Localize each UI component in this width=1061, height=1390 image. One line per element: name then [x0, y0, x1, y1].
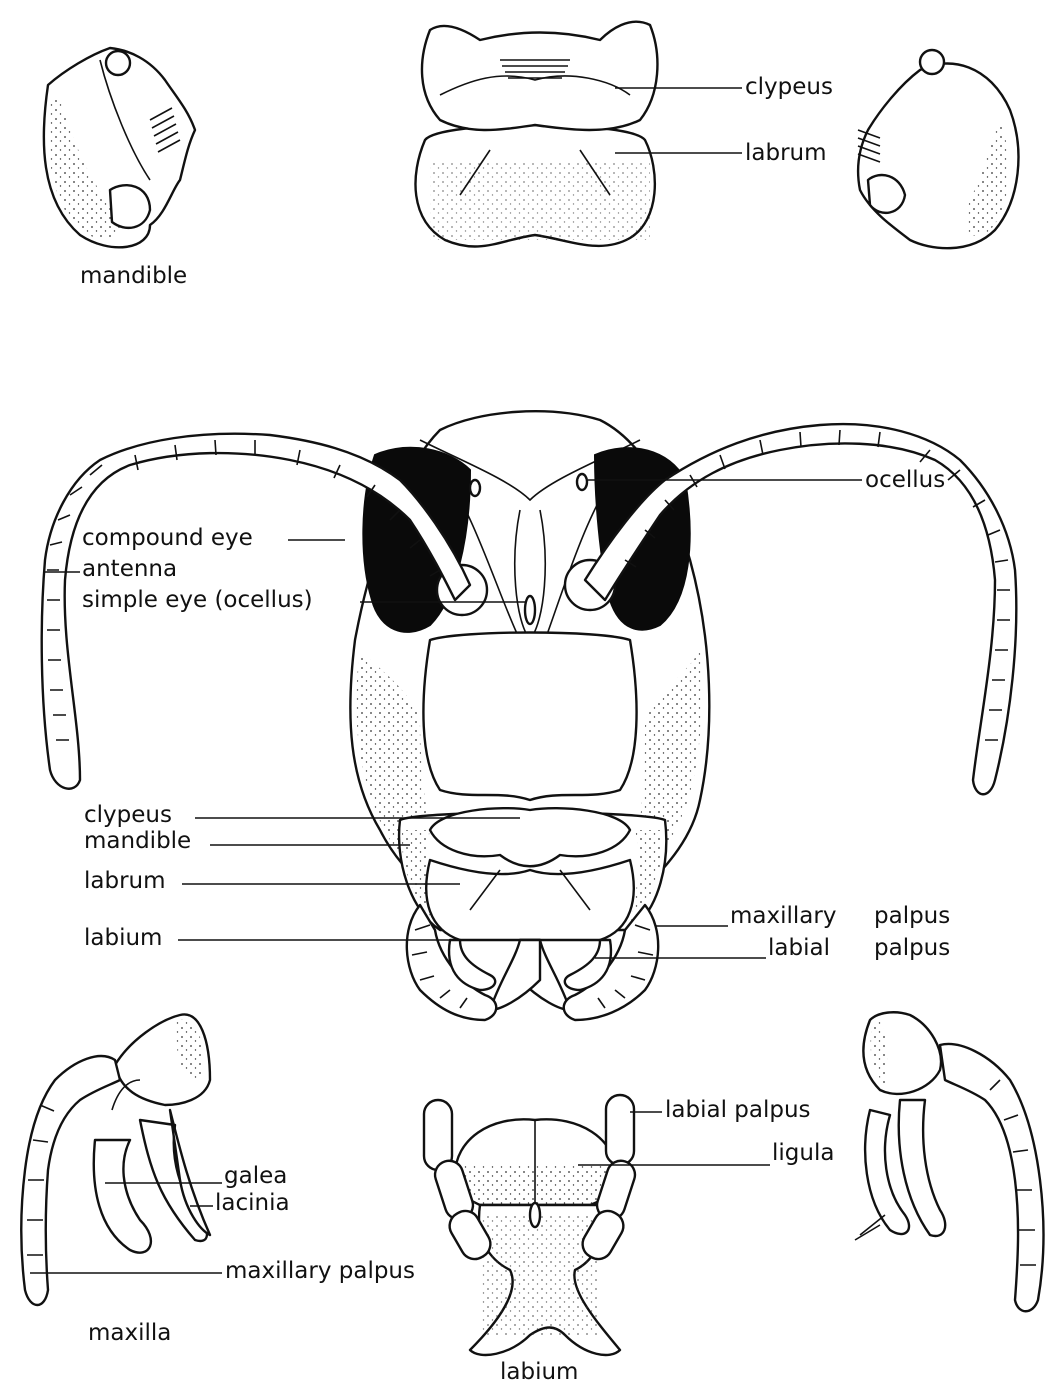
- mandible-right-drawing: [858, 50, 1018, 248]
- maxilla-drawing: [21, 1014, 210, 1305]
- mandible-left-drawing: [44, 48, 195, 247]
- maxillary-palpus-bottom-label: maxillary palpus: [225, 1258, 415, 1284]
- compound-eye-label: compound eye: [82, 525, 253, 551]
- labium-drawing: [424, 1095, 639, 1355]
- labial-palpus-bottom-label: labial palpus: [665, 1097, 811, 1123]
- ocellus-label: ocellus: [865, 467, 945, 493]
- labrum-head-label: labrum: [84, 868, 166, 894]
- labial-palpus-head-label-2: palpus: [874, 935, 950, 961]
- labrum-top-label: labrum: [745, 140, 827, 166]
- maxillary-palpus-head-label-2: palpus: [874, 903, 950, 929]
- mandible-top-label: mandible: [80, 263, 187, 289]
- maxilla-right-drawing: [855, 1012, 1044, 1311]
- clypeus-head-label: clypeus: [84, 802, 172, 828]
- labial-palpus-head-label: labial: [768, 935, 830, 961]
- lacinia-label: lacinia: [215, 1190, 290, 1216]
- simple-eye-label: simple eye (ocellus): [82, 587, 313, 613]
- clypeus-labrum-drawing: [415, 22, 657, 247]
- galea-label: galea: [224, 1163, 287, 1189]
- maxillary-palpus-head-label: maxillary: [730, 903, 836, 929]
- maxilla-label: maxilla: [88, 1320, 171, 1346]
- antenna-label: antenna: [82, 556, 177, 582]
- clypeus-top-label: clypeus: [745, 74, 833, 100]
- labium-head-label: labium: [84, 925, 162, 951]
- mandible-head-label: mandible: [84, 828, 191, 854]
- head-drawing: [42, 411, 1017, 1020]
- labium-bottom-label: labium: [500, 1359, 578, 1385]
- ligula-label: ligula: [772, 1140, 834, 1166]
